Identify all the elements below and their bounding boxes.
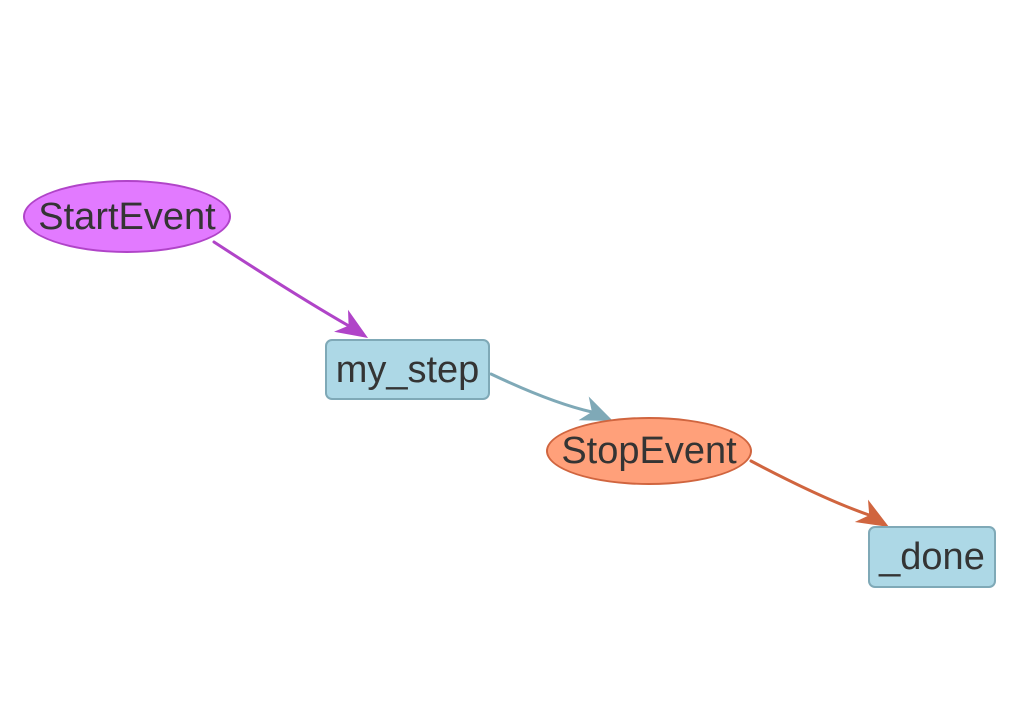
node-startevent[interactable]: StartEvent (23, 180, 231, 253)
arrowhead-icon (854, 499, 889, 527)
edge-line (749, 459, 871, 517)
edge-line (212, 240, 351, 328)
edge-mystep-to-stopevent[interactable] (489, 372, 613, 421)
node-done-label: _done (879, 536, 985, 578)
node-done[interactable]: _done (868, 526, 996, 588)
arrowhead-icon (578, 396, 613, 421)
edge-line (489, 372, 594, 414)
arrowhead-icon (334, 309, 368, 338)
edge-stopevent-to-done[interactable] (749, 459, 889, 527)
node-my-step-label: my_step (335, 348, 480, 391)
node-my-step[interactable]: my_step (325, 339, 490, 400)
edge-startevent-to-mystep[interactable] (212, 240, 368, 338)
node-startevent-label: StartEvent (38, 195, 216, 238)
node-stopevent-label: StopEvent (561, 430, 737, 472)
node-stopevent[interactable]: StopEvent (546, 417, 752, 485)
